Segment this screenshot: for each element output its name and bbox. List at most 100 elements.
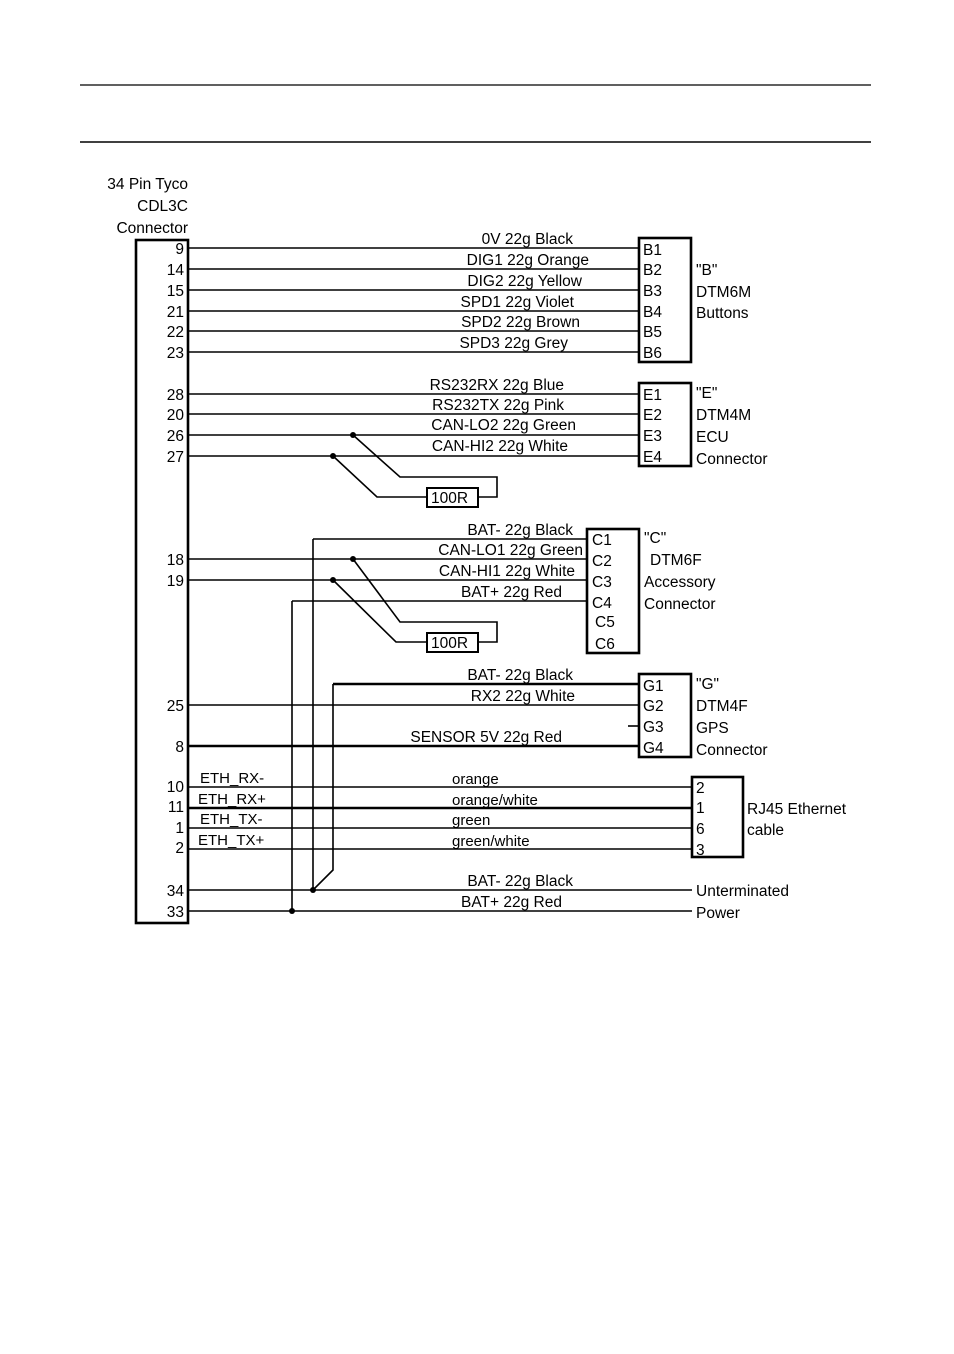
junction-dot [310,887,316,893]
connector-b-title-2: DTM6M [696,284,751,301]
resistor-e-label: 100R [431,490,468,507]
connector-rj45-pin: 1 [696,800,705,817]
connector-g-title-2: DTM4F [696,698,748,715]
wire-label: DIG2 22g Yellow [467,273,582,290]
connector-e-title-4: Connector [696,451,768,468]
resistor-c-label: 100R [431,635,468,652]
main-connector-title-2: CDL3C [137,198,188,215]
signal-name: ETH_RX- [200,770,264,787]
wire-label: SENSOR 5V 22g Red [410,729,562,746]
connector-c-title-3: Accessory [644,574,716,591]
connector-e-pin: E2 [643,407,662,424]
connector-b-pin: B6 [643,345,662,362]
main-pin-number: 15 [167,283,184,300]
connector-e-title-1: "E" [696,385,717,402]
wire-label: CAN-HI1 22g White [439,563,575,580]
junction-dot [289,908,295,914]
connector-rj45-pin: 6 [696,821,705,838]
connector-e-pin: E4 [643,449,662,466]
signal-name: ETH_RX+ [198,791,266,808]
wire-label: BAT- 22g Black [467,522,573,539]
connector-e-pin: E1 [643,387,662,404]
resistor-lead [352,558,498,643]
main-pin-number: 33 [167,904,184,921]
connector-c: C1 C2 C3 C4 C5 C6 "C" DTM6F Accessory Co… [167,522,716,655]
resistor-lead [332,455,427,498]
main-pin-number: 27 [167,449,184,466]
connector-e-title-3: ECU [696,429,729,446]
connector-g: G1 G2 G3 G4 "G" DTM4F GPS Connector 25 8… [167,667,768,759]
main-pin-number: 18 [167,552,184,569]
connector-c-title-2: DTM6F [650,552,702,569]
connector-c-pin: C1 [592,532,612,549]
main-connector-body [134,238,190,925]
connector-b: B1 B2 B3 B4 B5 B6 "B" DTM6M Buttons 9 14… [167,231,751,364]
main-pin-number: 14 [167,262,185,279]
main-pin-number: 23 [167,345,184,362]
bat-minus-bus-g [312,684,334,891]
wire-label: BAT+ 22g Red [461,584,562,601]
connector-b-title-3: Buttons [696,305,749,322]
connector-g-title-3: GPS [696,720,729,737]
connector-c-pin: C5 [595,614,615,631]
connector-b-pin: B4 [643,304,662,321]
signal-name: ETH_TX- [200,811,263,828]
main-pin-number: 1 [175,820,184,837]
connector-b-title-1: "B" [696,262,717,279]
power-title-2: Power [696,905,740,922]
connector-g-pin: G3 [643,719,664,736]
connector-b-pin: B1 [643,242,662,259]
power-bus [289,539,334,914]
connector-rj45-title-1: RJ45 Ethernet [747,801,847,818]
connector-b-pin: B3 [643,283,662,300]
wire-label: RS232RX 22g Blue [430,377,564,394]
main-pin-number: 25 [167,698,184,715]
wire-label: 0V 22g Black [482,231,574,248]
connector-e-title-2: DTM4M [696,407,751,424]
connector-c-pin: C4 [592,595,612,612]
main-pin-number: 2 [175,840,184,857]
main-pin-number: 26 [167,428,184,445]
connector-c-pin: C2 [592,553,612,570]
signal-name: ETH_TX+ [198,832,265,849]
wire-label: CAN-HI2 22g White [432,438,568,455]
wire-label: CAN-LO2 22g Green [431,417,576,434]
main-pin-number: 19 [167,573,184,590]
connector-b-pin: B5 [643,324,662,341]
main-connector: 34 Pin Tyco CDL3C Connector [107,176,190,925]
connector-g-title-1: "G" [696,676,719,693]
main-pin-number: 28 [167,387,184,404]
power-title-1: Unterminated [696,883,789,900]
main-pin-number: 10 [167,779,185,796]
connector-rj45: 2 1 6 3 RJ45 Ethernet cable 10 11 1 2 ET… [167,770,847,859]
wire-label: SPD2 22g Brown [461,314,580,331]
connector-g-pin: G4 [643,740,664,757]
wire-label: BAT- 22g Black [467,873,573,890]
connector-g-title-4: Connector [696,742,768,759]
connector-c-pin: C3 [592,574,612,591]
unterminated-power: 34 33 BAT- 22g Black BAT+ 22g Red Unterm… [167,873,789,922]
main-pin-number: 8 [175,739,184,756]
connector-e-pin: E3 [643,428,662,445]
connector-g-pin: G2 [643,698,664,715]
main-connector-title-3: Connector [116,220,188,237]
main-pin-number: 20 [167,407,185,424]
connector-rj45-title-2: cable [747,822,784,839]
connector-g-body [637,672,693,759]
main-pin-number: 34 [167,883,185,900]
wire-label: CAN-LO1 22g Green [438,542,583,559]
wire-label: SPD3 22g Grey [459,335,568,352]
main-pin-number: 22 [167,324,184,341]
wire-label: SPD1 22g Violet [461,294,575,311]
connector-rj45-body [690,775,745,859]
connector-e-body [637,381,693,468]
connector-c-title-4: Connector [644,596,716,613]
connector-c-title-1: "C" [644,530,666,547]
connector-b-body [637,236,693,364]
wire-label: green [452,812,490,829]
wire-label: RX2 22g White [471,688,575,705]
connector-b-pin: B2 [643,262,662,279]
main-pin-number: 21 [167,304,184,321]
